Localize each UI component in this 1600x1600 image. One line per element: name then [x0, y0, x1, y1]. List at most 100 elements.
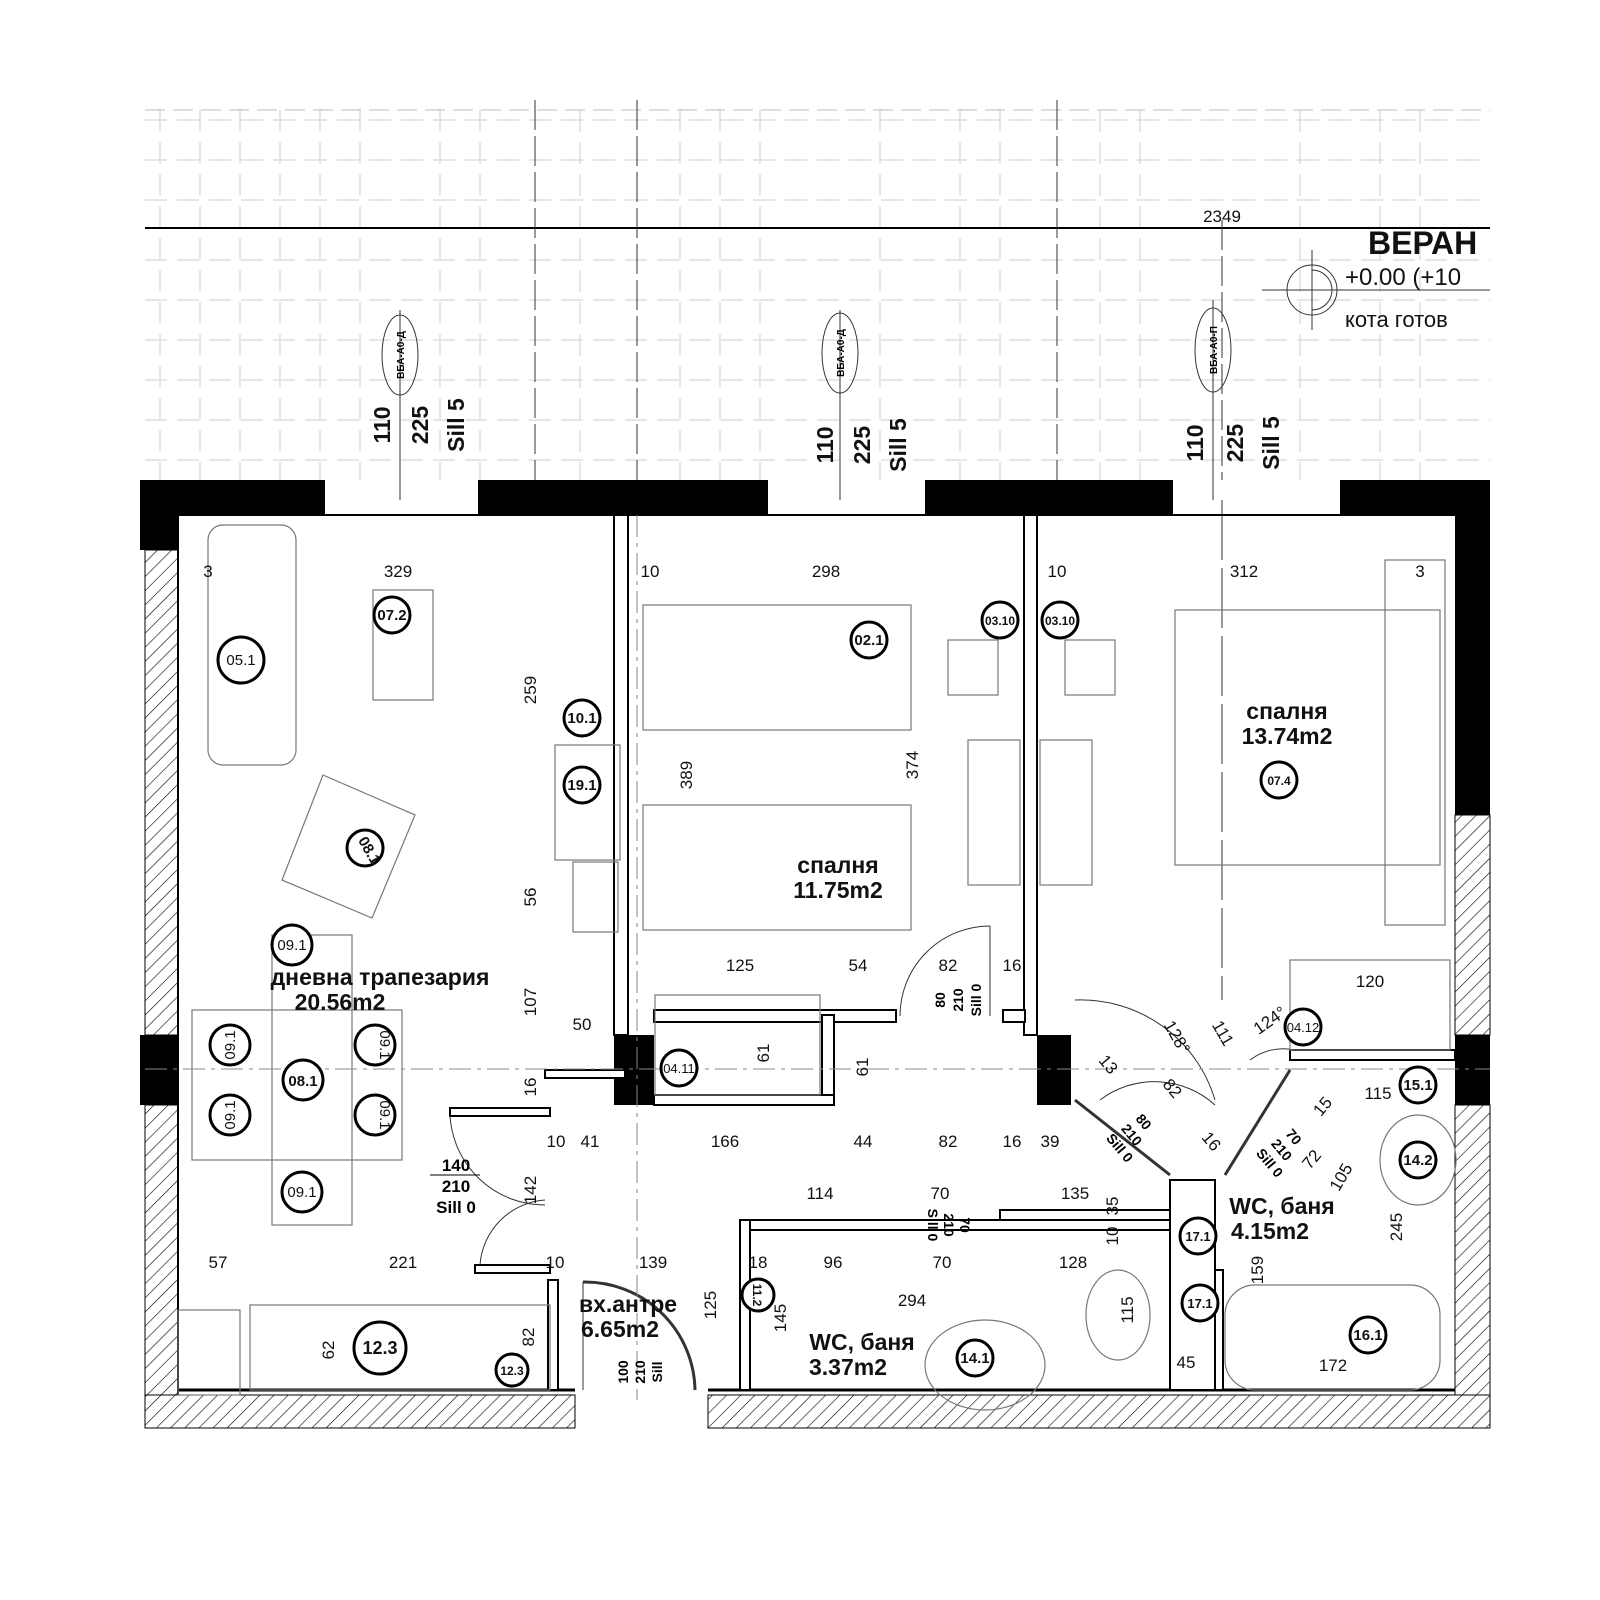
tag-marker: 03.10 — [980, 600, 1020, 640]
svg-text:09.1: 09.1 — [287, 1184, 316, 1201]
dimension: 142 — [521, 1176, 540, 1204]
tag-marker: 17.1 — [1180, 1283, 1220, 1323]
tag-marker: 08.1 — [281, 1058, 325, 1102]
dimension: 70 — [933, 1253, 952, 1272]
tag-marker: 07.2 — [372, 595, 412, 635]
tag-marker: 08.1 — [345, 828, 385, 868]
tag-marker: 03.10 — [1040, 600, 1080, 640]
svg-text:12.3: 12.3 — [362, 1338, 397, 1358]
door-tag-1[interactable]: 80 210 Sill 0 — [932, 983, 984, 1016]
tag-marker: 09.1 — [270, 923, 314, 967]
door-tag-6[interactable]: 100 210 Sill — [615, 1360, 665, 1384]
level-value: +0.00 (+10 — [1345, 264, 1461, 291]
dimension: 96 — [824, 1253, 843, 1272]
svg-text:11.2: 11.2 — [750, 1284, 764, 1307]
dimension: 389 — [677, 761, 696, 789]
dimension: 125 — [701, 1291, 720, 1319]
dimension: 294 — [898, 1291, 926, 1310]
dimension: 61 — [853, 1058, 872, 1077]
svg-text:09.1: 09.1 — [277, 937, 306, 954]
tag-marker: 10.1 — [562, 698, 602, 738]
window-height: 225 — [407, 406, 433, 445]
dimension: 115 — [1118, 1296, 1137, 1323]
dimension: 3 — [203, 562, 212, 581]
door-tag-3[interactable]: 70 210 Sill 0 — [925, 1209, 973, 1242]
dimension: 82 — [939, 1132, 958, 1151]
room-area-bedroom-2: 13.74m2 — [1242, 723, 1333, 749]
door-height: 210 — [632, 1360, 648, 1384]
dimension: 41 — [581, 1132, 600, 1151]
window-tag-2[interactable]: ВБА-А0-Д 110 225 Sill 5 — [812, 310, 911, 500]
room-name-bedroom-2: спалня — [1246, 698, 1327, 724]
svg-text:19.1: 19.1 — [567, 777, 596, 794]
window-width: 110 — [1182, 424, 1208, 461]
level-marker-icon — [1262, 250, 1490, 330]
dimension: 39 — [1041, 1132, 1060, 1151]
dimension: 35 — [1103, 1197, 1122, 1216]
level-note: кота готов — [1345, 307, 1448, 332]
room-name-bedroom-1: спалня — [797, 852, 878, 878]
door-width: 140 — [442, 1156, 470, 1175]
svg-text:03.10: 03.10 — [985, 614, 1015, 628]
door-height: 210 — [941, 1213, 957, 1237]
tag-marker: 12.3 — [494, 1352, 530, 1388]
svg-text:16.1: 16.1 — [1353, 1327, 1382, 1344]
dimension: 72 — [1298, 1146, 1325, 1173]
dimension: 128° — [1160, 1017, 1194, 1057]
door-swings — [449, 925, 1296, 1391]
dimension: 45 — [1177, 1353, 1196, 1372]
window-width: 110 — [369, 406, 395, 443]
room-name-entrance: вх.антре — [579, 1291, 677, 1317]
svg-text:12.3: 12.3 — [500, 1364, 524, 1378]
window-tag-code: ВБА-А0-П — [1209, 326, 1220, 374]
svg-text:17.1: 17.1 — [1185, 1229, 1210, 1244]
dimension: 16 — [521, 1078, 540, 1097]
svg-text:14.1: 14.1 — [960, 1350, 989, 1367]
dimension: 16 — [1198, 1128, 1225, 1155]
dimension: 10 — [641, 562, 660, 581]
svg-text:07.4: 07.4 — [1267, 774, 1291, 788]
door-tag-2[interactable]: 140 210 Sill 0 — [430, 1156, 480, 1217]
dimension: 329 — [384, 562, 412, 581]
door-tag-5[interactable]: 70 210 Sill 0 — [1253, 1126, 1305, 1181]
window-sill: Sill 5 — [443, 398, 469, 452]
dimension: 114 — [806, 1184, 833, 1203]
veranda-title: ВЕРАН — [1368, 225, 1477, 261]
window-tag-1[interactable]: ВБА-А0-Д 110 225 Sill 5 — [369, 310, 469, 500]
svg-text:09.1: 09.1 — [376, 1030, 393, 1059]
dimension: 62 — [319, 1341, 338, 1360]
dimension: 221 — [389, 1253, 417, 1272]
dimension: 120 — [1356, 972, 1384, 991]
room-area-living-dining: 20.56m2 — [295, 989, 386, 1015]
svg-text:17.1: 17.1 — [1187, 1296, 1212, 1311]
door-height: 210 — [950, 988, 966, 1012]
overall-dimension: 2349 — [1203, 207, 1241, 226]
tag-marker: 04.12 — [1283, 1007, 1323, 1047]
dimension: 124° — [1250, 1003, 1290, 1039]
tag-marker: 14.2 — [1398, 1140, 1438, 1180]
door-width: 80 — [932, 992, 948, 1008]
dimension: 105 — [1326, 1160, 1357, 1194]
dimension: 61 — [754, 1044, 773, 1063]
svg-text:04.12: 04.12 — [1287, 1020, 1320, 1035]
dimension: 125 — [726, 956, 754, 975]
tag-marker: 19.1 — [562, 765, 602, 805]
room-area-wc-bath-2: 4.15m2 — [1231, 1218, 1309, 1244]
dimension: 54 — [849, 956, 868, 975]
svg-text:09.1: 09.1 — [376, 1100, 393, 1129]
door-width: 70 — [957, 1217, 973, 1233]
dimension: 16 — [1003, 956, 1022, 975]
window-tag-code: ВБА-А0-Д — [396, 331, 407, 379]
dimension: 10 — [1048, 562, 1067, 581]
dimension: 145 — [771, 1304, 790, 1332]
window-tag-3[interactable]: ВБА-А0-П 110 225 Sill 5 — [1182, 300, 1284, 500]
dimension: 298 — [812, 562, 840, 581]
window-width: 110 — [812, 426, 838, 463]
tag-marker: 09.1 — [353, 1093, 397, 1137]
dimension: 172 — [1319, 1356, 1347, 1375]
svg-text:09.1: 09.1 — [222, 1030, 239, 1059]
tag-marker: 05.1 — [216, 635, 266, 685]
door-sill: Sill 0 — [925, 1209, 941, 1242]
door-sill: Sill 0 — [436, 1198, 476, 1217]
